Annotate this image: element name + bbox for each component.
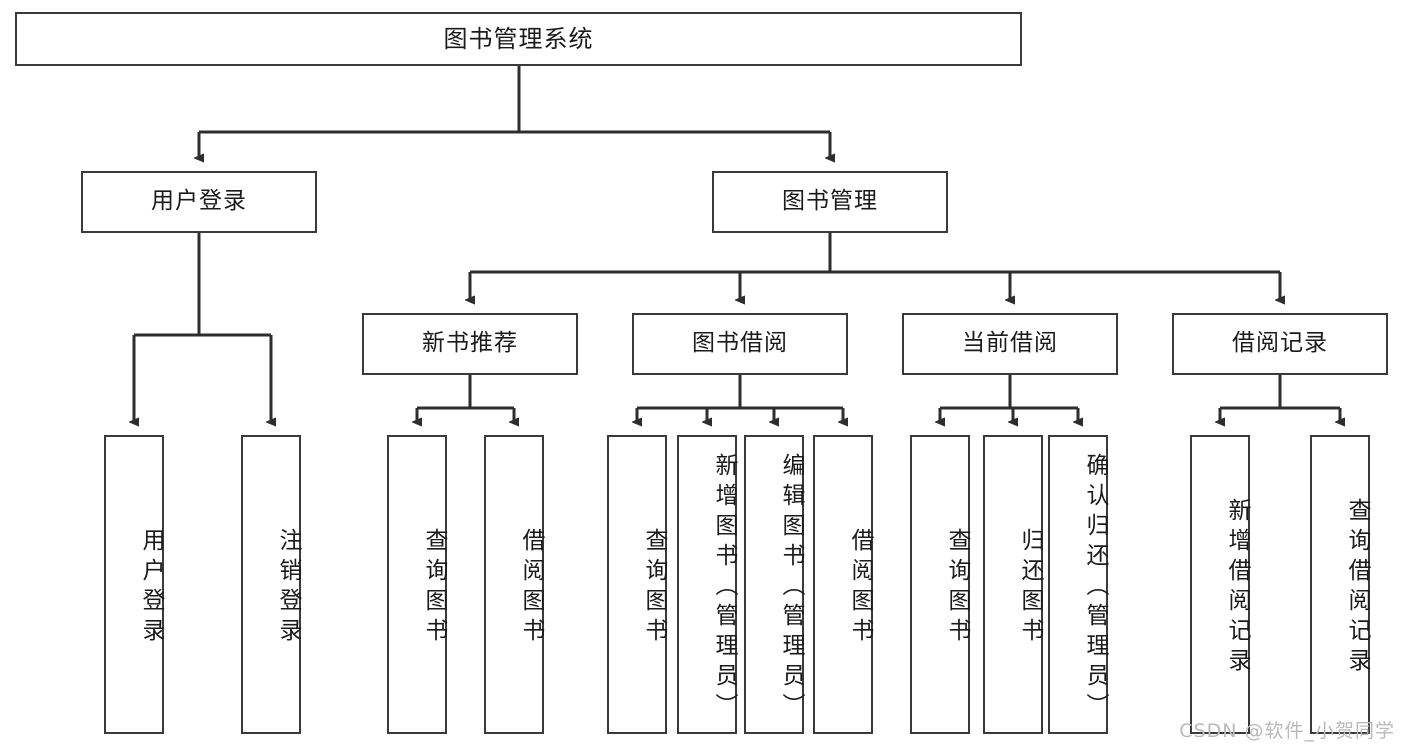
leaf-query-record[interactable]: 查询借阅记录	[1310, 435, 1370, 734]
node-book-manage-label: 图书管理	[782, 188, 878, 215]
node-user-login-label: 用户登录	[151, 188, 247, 215]
node-current-borrow-label: 当前借阅	[962, 330, 1058, 357]
node-new-book-recommend[interactable]: 新书推荐	[362, 313, 578, 375]
leaf-return-book[interactable]: 归还图书	[983, 435, 1043, 734]
leaf-query-book-1[interactable]: 查询图书	[387, 435, 447, 734]
node-book-borrow[interactable]: 图书借阅	[632, 313, 848, 375]
leaf-query-book-2[interactable]: 查询图书	[607, 435, 667, 734]
leaf-query-book-2-label: 查询图书	[641, 527, 667, 648]
node-book-manage[interactable]: 图书管理	[712, 171, 948, 233]
leaf-user-logout[interactable]: 注销登录	[241, 435, 301, 734]
node-borrow-record[interactable]: 借阅记录	[1172, 313, 1388, 375]
leaf-query-book-3-label: 查询图书	[944, 527, 970, 648]
leaf-query-book-1-label: 查询图书	[421, 527, 447, 648]
watermark: CSDN @软件_小贺同学	[1179, 720, 1395, 742]
node-current-borrow[interactable]: 当前借阅	[902, 313, 1118, 375]
leaf-edit-book-label: 编辑图书（管理员）	[778, 452, 804, 723]
node-root-label: 图书管理系统	[443, 24, 594, 53]
leaf-add-book-label: 新增图书（管理员）	[711, 452, 737, 723]
leaf-user-login[interactable]: 用户登录	[104, 435, 164, 734]
leaf-user-login-label: 用户登录	[138, 527, 164, 648]
leaf-add-record[interactable]: 新增借阅记录	[1190, 435, 1250, 734]
leaf-add-book[interactable]: 新增图书（管理员）	[677, 435, 737, 734]
leaf-borrow-book-2-label: 借阅图书	[847, 527, 873, 648]
leaf-query-book-3[interactable]: 查询图书	[910, 435, 970, 734]
leaf-borrow-book-2[interactable]: 借阅图书	[813, 435, 873, 734]
node-new-book-recommend-label: 新书推荐	[422, 330, 518, 357]
leaf-add-record-label: 新增借阅记录	[1224, 497, 1250, 678]
node-book-borrow-label: 图书借阅	[692, 330, 788, 357]
leaf-return-book-label: 归还图书	[1017, 527, 1043, 648]
node-user-login[interactable]: 用户登录	[81, 171, 317, 233]
leaf-borrow-book-1-label: 借阅图书	[518, 527, 544, 648]
leaf-borrow-book-1[interactable]: 借阅图书	[484, 435, 544, 734]
leaf-confirm-return[interactable]: 确认归还（管理员）	[1048, 435, 1108, 734]
leaf-user-logout-label: 注销登录	[275, 527, 301, 648]
leaf-query-record-label: 查询借阅记录	[1344, 497, 1370, 678]
leaf-confirm-return-label: 确认归还（管理员）	[1082, 452, 1108, 723]
node-borrow-record-label: 借阅记录	[1232, 330, 1328, 357]
leaf-edit-book[interactable]: 编辑图书（管理员）	[744, 435, 804, 734]
node-root[interactable]: 图书管理系统	[15, 12, 1022, 66]
